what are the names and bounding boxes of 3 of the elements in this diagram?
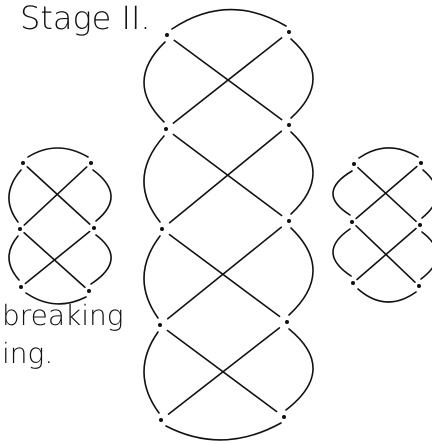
note-text: ing.	[2, 340, 54, 368]
stage-heading: Stage II.	[20, 2, 151, 34]
note-text: breaking	[2, 302, 124, 330]
